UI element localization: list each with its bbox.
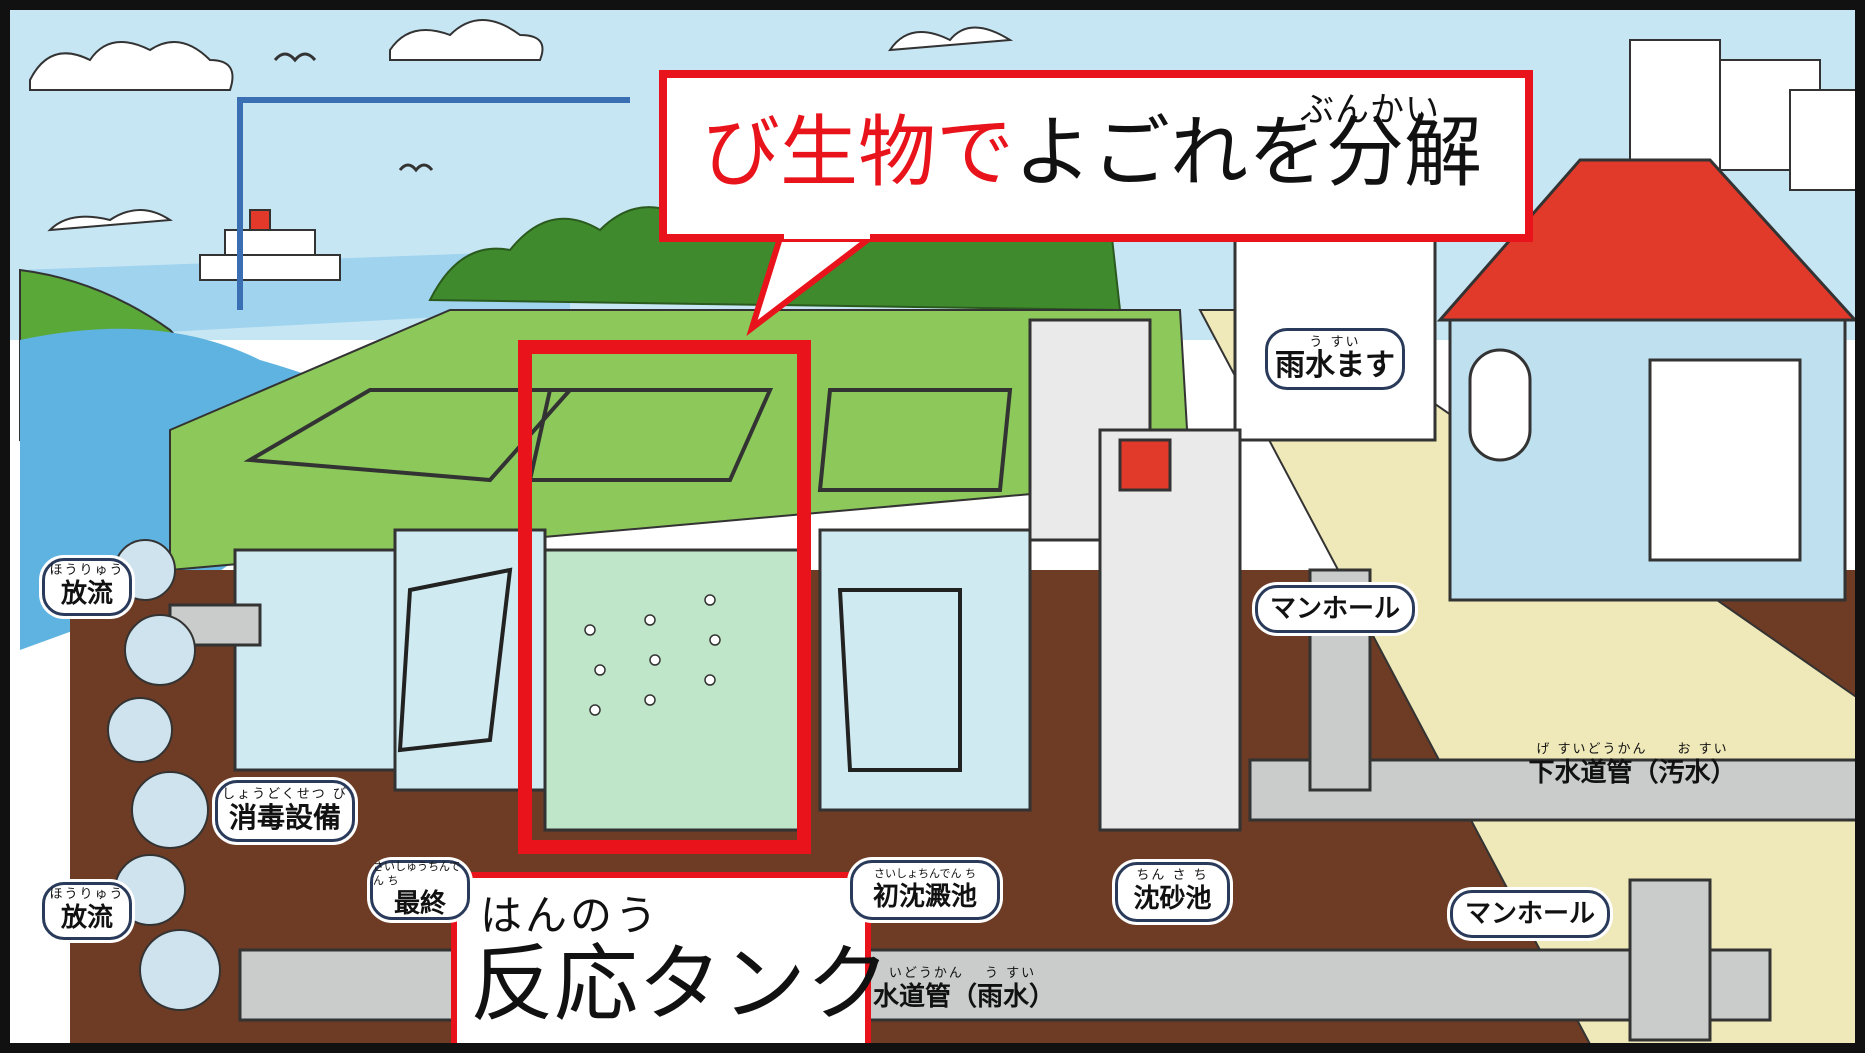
tank-top-walls xyxy=(243,388,1013,492)
grit-chamber-text: 沈砂池 xyxy=(1133,884,1212,914)
sewer-rain-label: いどうかん う すい 水道管（雨水） xyxy=(870,962,1055,1018)
primary-sedimentation-text: 初沈澱池 xyxy=(872,882,977,912)
disinfection-text: 消毒設備 xyxy=(228,801,341,834)
disinfection-ruby: しょうどくせつ び xyxy=(222,787,348,802)
manhole-lower-label: マンホール xyxy=(1450,890,1610,938)
manhole-lower-text: マンホール xyxy=(1464,899,1595,929)
reaction-tank-label-box xyxy=(451,872,871,1043)
primary-sedimentation-ruby: さいしょちんでん ち xyxy=(874,867,976,880)
reaction-tank-ruby: はんのう xyxy=(480,891,661,940)
shore-rocks xyxy=(107,539,221,1011)
rain-basin-ruby: う すい xyxy=(1309,335,1361,350)
callout-title: び生物でよごれを分解 xyxy=(702,105,1482,201)
manhole-upper-text: マンホール xyxy=(1269,594,1400,624)
primary-sedimentation-label: さいしょちんでん ち 初沈澱池 xyxy=(850,860,1000,920)
blue-line xyxy=(237,97,630,310)
callout-red-text: び生物で xyxy=(702,108,1015,198)
sewer-wastewater-text: 下水道管（汚水） xyxy=(1528,758,1737,788)
apartment xyxy=(1233,208,1437,442)
seagull-icons xyxy=(273,52,434,173)
callout-black-text: よごれを分解 xyxy=(1014,108,1483,198)
reaction-tank-label: 反応タンク xyxy=(470,935,891,1033)
rain-basin-label: う すい 雨水ます xyxy=(1265,328,1405,390)
grit-chamber-label: ちん さ ち 沈砂池 xyxy=(1115,862,1230,922)
callout-ruby: ぶんかい xyxy=(1300,90,1440,130)
ship-icon xyxy=(199,209,341,281)
discharge-lower-label: ほうりゅう 放流 xyxy=(42,882,132,940)
disinfection-label: しょうどくせつ び 消毒設備 xyxy=(215,780,355,842)
discharge-lower-ruby: ほうりゅう xyxy=(49,887,125,902)
discharge-lower-text: 放流 xyxy=(60,903,113,933)
sewage-treatment-illustration xyxy=(10,10,1855,1043)
grass-plateau xyxy=(169,309,1192,572)
sewer-wastewater-ruby: げ すいどうかん お すい xyxy=(1536,742,1729,757)
sewer-rain-text: 水道管（雨水） xyxy=(873,982,1056,1012)
discharge-upper-text: 放流 xyxy=(60,579,113,609)
aeration-bubbles xyxy=(584,594,721,716)
house xyxy=(1436,158,1855,602)
callout-tail xyxy=(746,235,872,337)
final-sedimentation-ruby: さいしゅうちんでん ち xyxy=(373,860,461,887)
sewer-wastewater-label: げ すいどうかん お すい 下水道管（汚水） xyxy=(1525,737,1740,795)
grit-chamber-building xyxy=(1028,318,1242,832)
city-buildings xyxy=(1629,39,1855,191)
sludge-scrapers xyxy=(397,567,962,772)
manhole-upper-label: マンホール xyxy=(1255,585,1415,633)
final-sedimentation-label: さいしゅうちんでん ち 最終 xyxy=(370,860,470,920)
discharge-upper-ruby: ほうりゅう xyxy=(49,563,125,578)
discharge-upper-label: ほうりゅう 放流 xyxy=(42,558,132,616)
sewer-rain-ruby: いどうかん う すい xyxy=(888,966,1037,981)
callout-box xyxy=(659,70,1533,242)
rain-basin-text: 雨水ます xyxy=(1275,348,1395,383)
final-sedimentation-text: 最終 xyxy=(393,889,446,919)
grit-chamber-ruby: ちん さ ち xyxy=(1136,868,1209,883)
reaction-tank-highlight xyxy=(518,340,811,854)
